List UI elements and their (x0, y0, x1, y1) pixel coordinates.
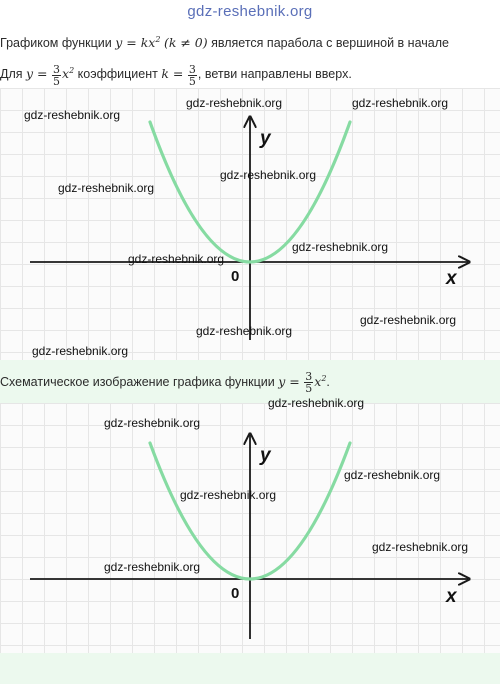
origin-label-1: 0 (231, 268, 240, 285)
origin-label-2: 0 (231, 585, 240, 602)
caption-bar (0, 360, 500, 403)
y-axis-label-2: y (260, 445, 271, 466)
watermark: gdz-reshebnik.org (292, 240, 389, 254)
x-axis-label-1: x (446, 268, 457, 289)
watermark: gdz-reshebnik.org (196, 324, 293, 338)
intro-line-1: Графиком функции y = kx2 (k ≠ 0) являетс… (0, 35, 449, 51)
watermark: gdz-reshebnik.org (58, 181, 155, 195)
site-header: gdz-reshebnik.org (0, 0, 500, 24)
watermark: gdz-reshebnik.org (220, 168, 317, 182)
graph-caption: Схематическое изображение графика функци… (0, 370, 330, 396)
watermark: gdz-reshebnik.org (180, 488, 277, 502)
watermark: gdz-reshebnik.org (32, 344, 129, 358)
watermark: gdz-reshebnik.org (352, 96, 449, 110)
y-axis-label-1: y (260, 128, 271, 149)
watermark: gdz-reshebnik.org (372, 540, 469, 554)
graph-panel-1: x y 0 (0, 88, 500, 360)
graph-panel-2: x y 0 (0, 403, 500, 653)
parabola-graph-2 (30, 403, 500, 639)
watermark: gdz-reshebnik.org (360, 313, 457, 327)
intro-text: Графиком функции y = kx2 (k ≠ 0) являетс… (0, 26, 500, 88)
watermark: gdz-reshebnik.org (104, 560, 201, 574)
watermark: gdz-reshebnik.org (128, 252, 225, 266)
parabola-curve-2 (148, 441, 352, 581)
formula-condition: (k ≠ 0) (163, 35, 208, 51)
watermark: gdz-reshebnik.org (344, 468, 441, 482)
watermark: gdz-reshebnik.org (104, 416, 201, 430)
formula-general: y = kx2 (115, 35, 161, 51)
watermark: gdz-reshebnik.org (186, 96, 283, 110)
parabola-curve-1 (148, 120, 352, 264)
watermark: gdz-reshebnik.org (24, 108, 121, 122)
footer-bar (0, 653, 500, 684)
x-axis-label-2: x (446, 586, 457, 607)
watermark: gdz-reshebnik.org (268, 396, 365, 410)
site-watermark-header: gdz-reshebnik.org (187, 3, 313, 20)
parabola-graph-1 (30, 88, 500, 340)
